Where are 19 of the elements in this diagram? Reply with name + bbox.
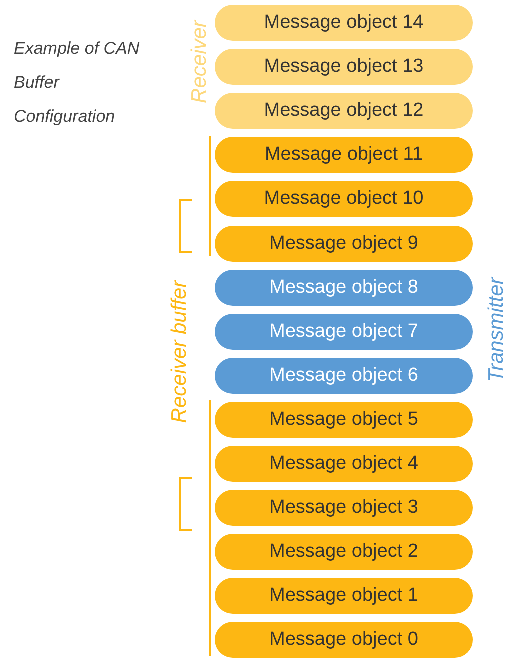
caption-text: Example of CAN Buffer Configuration bbox=[14, 38, 141, 128]
message-object-bar: Message object 4 bbox=[215, 446, 473, 482]
message-object-bar: Message object 12 bbox=[215, 93, 473, 130]
message-object-bar: Message object 11 bbox=[215, 137, 473, 174]
transmitter-message-bar: Message object 6 bbox=[215, 358, 473, 394]
receiver-label: Receiver bbox=[187, 19, 212, 106]
transmitter-label: Transmitter bbox=[484, 276, 509, 384]
transmitter-message-bar: Message object 8 bbox=[215, 270, 473, 306]
message-object-bar: Message object 5 bbox=[215, 402, 473, 438]
message-object-bar: Message object 9 bbox=[215, 226, 473, 262]
message-object-bar: Message object 14 bbox=[215, 5, 473, 41]
message-object-bar: Message object 0 bbox=[215, 622, 473, 658]
message-object-bar: Message object 3 bbox=[215, 490, 473, 526]
message-object-bar: Message object 13 bbox=[215, 49, 473, 86]
message-object-bar: Message object 10 bbox=[215, 181, 473, 218]
receiver-buffer-label: Receiver buffer bbox=[167, 279, 192, 426]
transmitter-message-bar: Message object 7 bbox=[215, 314, 473, 350]
message-object-bar: Message object 2 bbox=[215, 534, 473, 570]
message-object-bar: Message object 1 bbox=[215, 578, 473, 614]
